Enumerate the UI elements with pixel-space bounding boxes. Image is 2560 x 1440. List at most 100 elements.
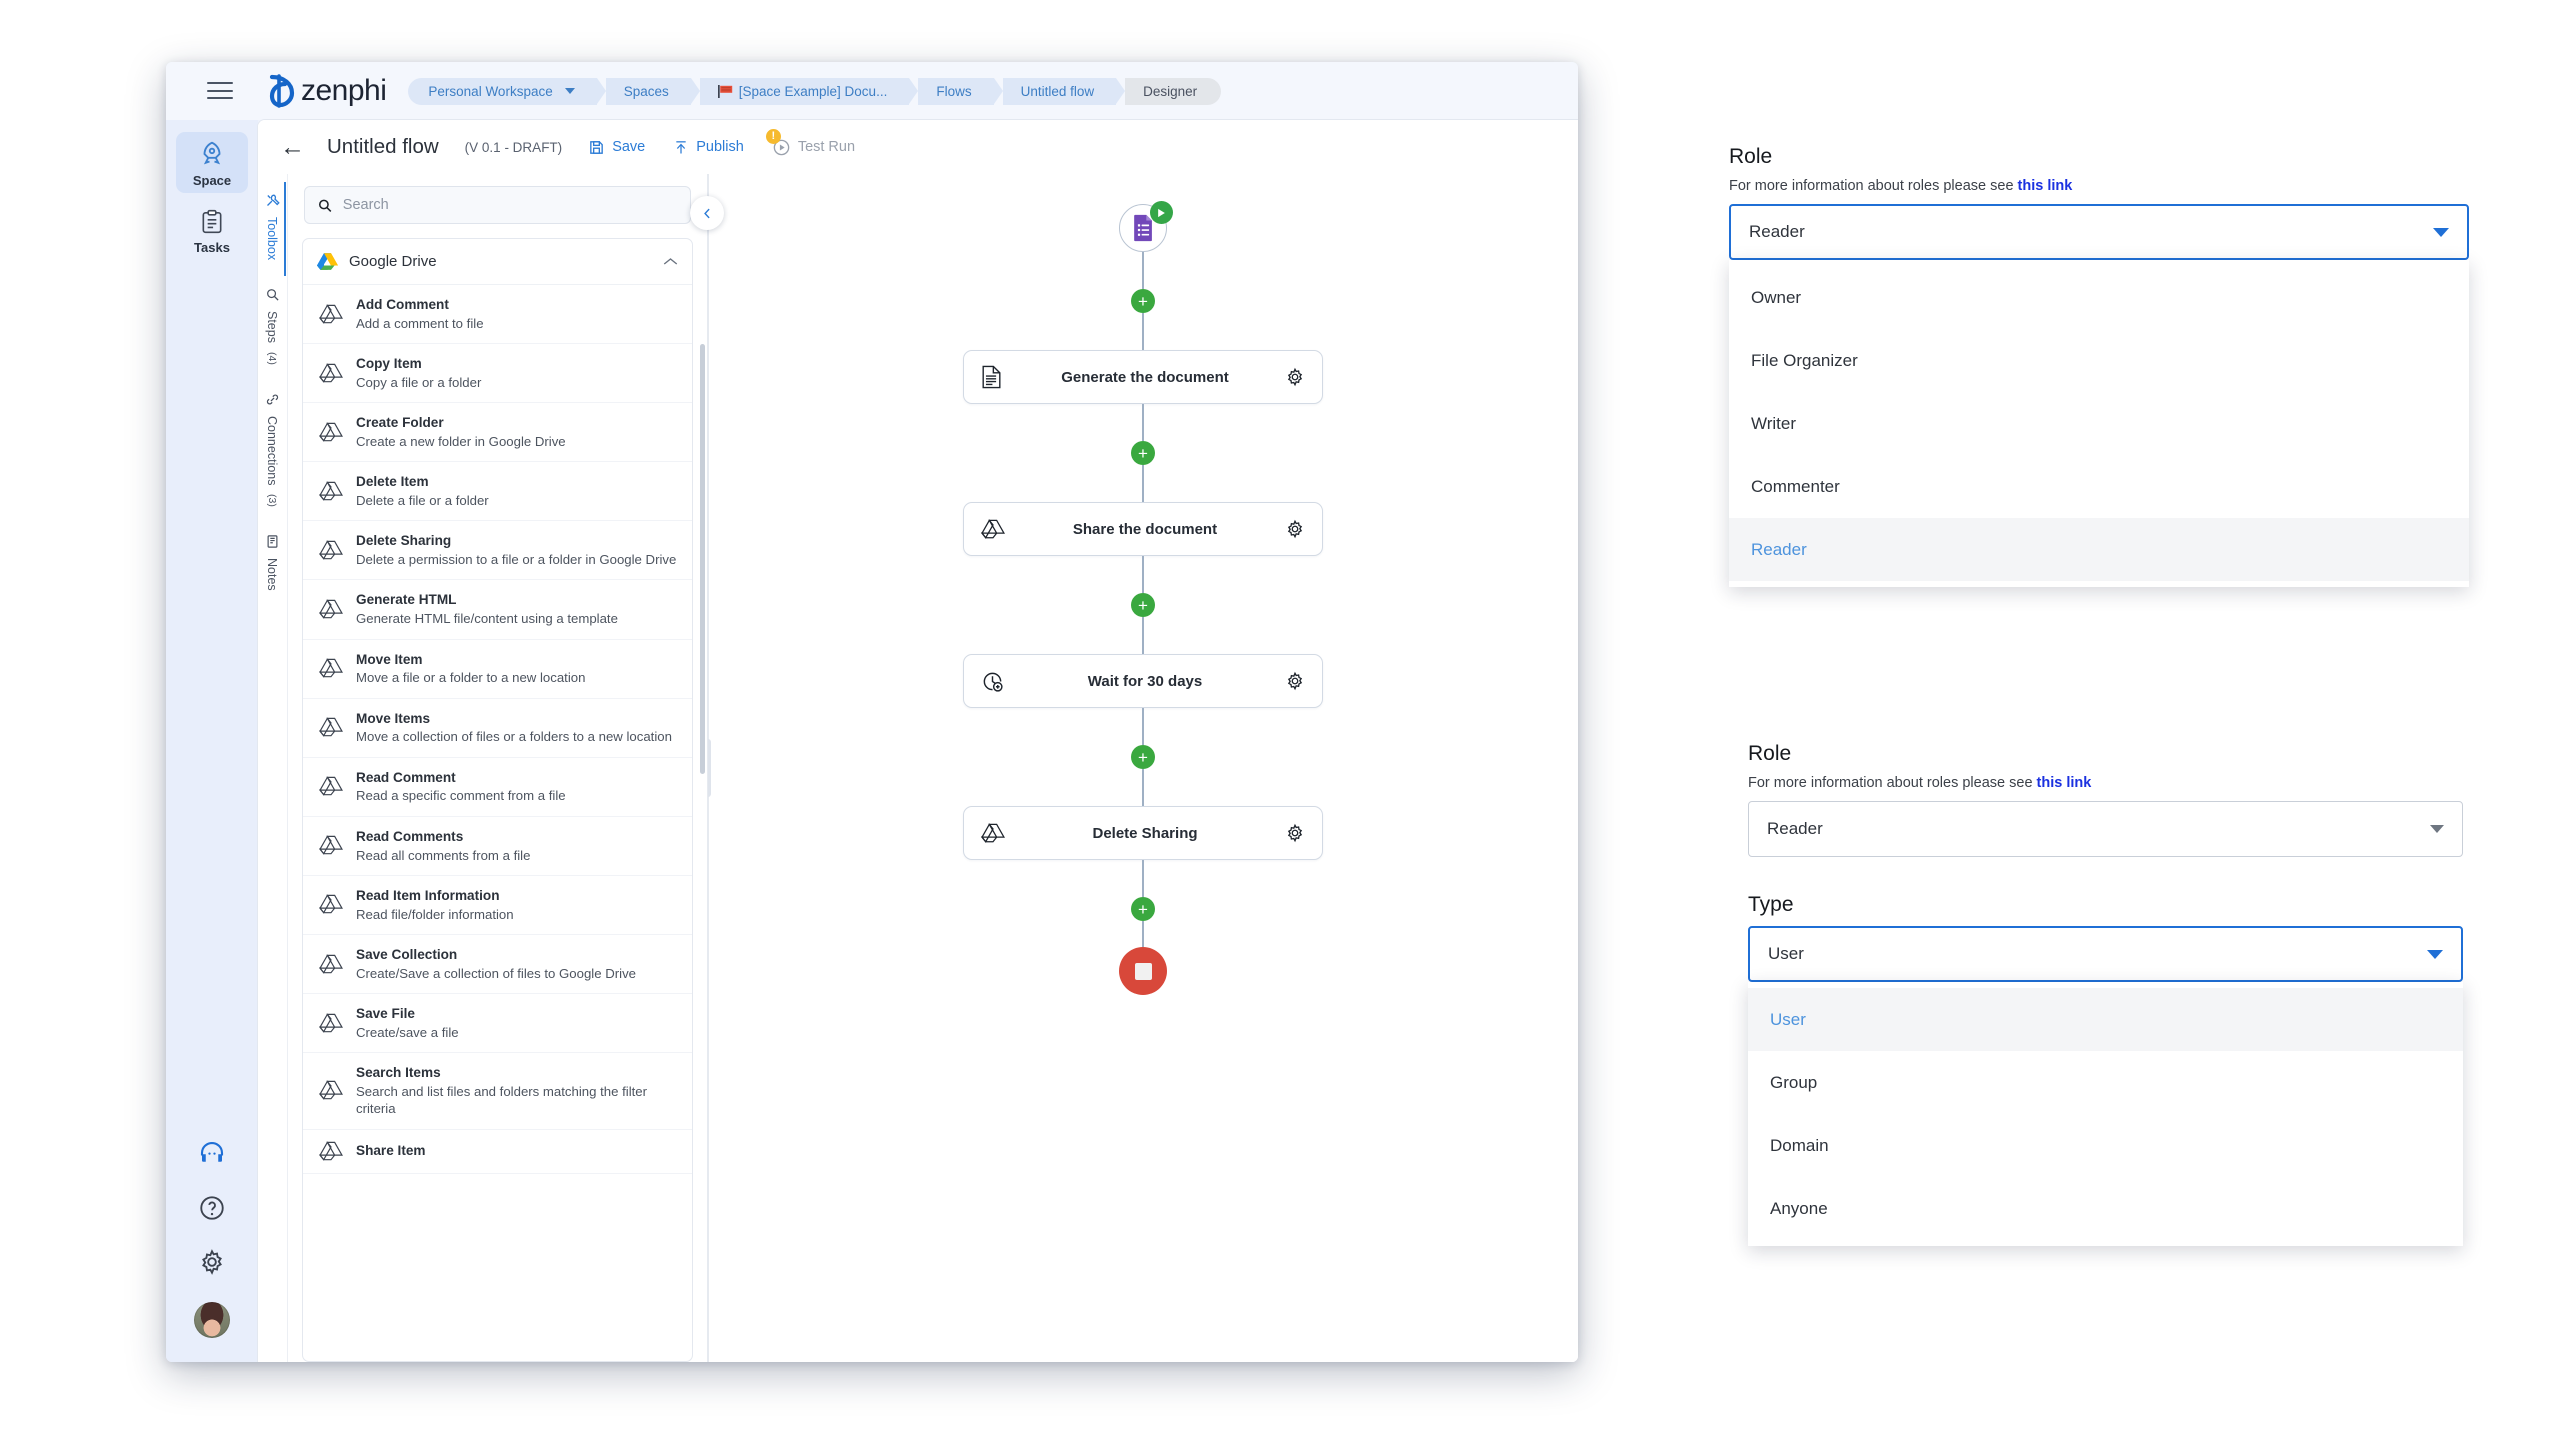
chevron-down-icon[interactable]	[2427, 949, 2443, 959]
search-input[interactable]	[342, 197, 678, 213]
breadcrumb-item-space-example[interactable]: [Space Example] Docu...	[699, 77, 918, 105]
gear-icon[interactable]	[1275, 823, 1305, 843]
type-option-anyone[interactable]: Anyone	[1748, 1177, 2463, 1240]
toolbox-item-name: Search Items	[356, 1065, 441, 1081]
designer-body: Toolbox Steps (4)	[258, 174, 1578, 1362]
role-option-writer[interactable]: Writer	[1729, 392, 2469, 455]
user-avatar[interactable]	[194, 1302, 230, 1338]
role-option-file-organizer[interactable]: File Organizer	[1729, 329, 2469, 392]
search-box[interactable]	[304, 186, 691, 224]
collapse-panel-button[interactable]	[690, 196, 724, 230]
tab-notes[interactable]: Notes	[261, 523, 286, 607]
google-drive-icon	[319, 894, 343, 915]
flow-step-node[interactable]: Generate the document	[963, 350, 1323, 404]
type-select[interactable]: User	[1748, 926, 2463, 982]
role-option-commenter[interactable]: Commenter	[1729, 455, 2469, 518]
type-field-label: Type	[1748, 893, 1794, 916]
tab-connections[interactable]: Connections (3)	[261, 381, 286, 523]
sidebar-item-space[interactable]: Space	[176, 132, 248, 193]
play-icon[interactable]	[1150, 201, 1173, 224]
type-option-domain[interactable]: Domain	[1748, 1114, 2463, 1177]
type-option-group[interactable]: Group	[1748, 1051, 2463, 1114]
add-step-button[interactable]: +	[1131, 897, 1155, 921]
menu-toggle[interactable]	[174, 82, 266, 100]
gear-icon[interactable]	[1275, 519, 1305, 539]
headset-support-icon[interactable]	[197, 1138, 227, 1168]
add-step-button[interactable]: +	[1131, 745, 1155, 769]
save-button[interactable]: Save	[588, 139, 645, 156]
chevron-up-icon[interactable]	[663, 257, 678, 266]
brand-name: zenphi	[301, 74, 387, 107]
chevron-down-icon[interactable]	[2433, 227, 2449, 237]
flow-trigger-node[interactable]	[1119, 201, 1173, 252]
gear-icon[interactable]	[1275, 367, 1305, 387]
note-icon	[267, 535, 277, 548]
flow-canvas[interactable]: + Generate the document	[708, 174, 1578, 1362]
type-options-list: User Group Domain Anyone	[1748, 982, 2463, 1246]
add-step-button[interactable]: +	[1131, 289, 1155, 313]
gear-icon[interactable]	[198, 1248, 226, 1276]
tab-toolbox[interactable]: Toolbox	[261, 182, 286, 277]
role-select[interactable]: Reader	[1748, 801, 2463, 857]
chevron-down-icon[interactable]	[2430, 825, 2444, 833]
google-drive-icon	[319, 1012, 343, 1033]
sidebar-item-tasks[interactable]: Tasks	[176, 201, 248, 260]
flow-diagram: + Generate the document	[963, 201, 1323, 995]
test-run-button[interactable]: ! Test Run	[765, 128, 855, 157]
breadcrumb-item-workspace[interactable]: Personal Workspace	[408, 77, 607, 105]
panel-resize-handle[interactable]	[708, 739, 711, 797]
option-label: Reader	[1751, 539, 1807, 559]
flow-step-node[interactable]: Share the document	[963, 502, 1323, 556]
flow-end-node[interactable]	[1119, 947, 1167, 995]
google-drive-icon	[319, 362, 343, 383]
add-step-button[interactable]: +	[1131, 593, 1155, 617]
option-label: Domain	[1770, 1135, 1829, 1155]
breadcrumb-item-designer[interactable]: Designer	[1125, 77, 1222, 105]
gear-icon[interactable]	[1275, 671, 1305, 691]
group-header[interactable]: Google Drive	[303, 239, 692, 285]
tab-steps[interactable]: Steps (4)	[261, 276, 286, 381]
role-option-owner[interactable]: Owner	[1729, 266, 2469, 329]
add-step-button[interactable]: +	[1131, 441, 1155, 465]
chevron-down-icon[interactable]	[564, 88, 575, 94]
breadcrumb-item-flows[interactable]: Flows	[918, 77, 1003, 105]
toolbox-item[interactable]: Share Item	[303, 1130, 692, 1174]
flow-step-node[interactable]: Wait for 30 days	[963, 654, 1323, 708]
role-select[interactable]: Reader	[1729, 204, 2469, 260]
toolbox-scrollbar[interactable]	[700, 344, 705, 774]
google-drive-icon	[319, 658, 343, 678]
breadcrumb-item-spaces[interactable]: Spaces	[605, 77, 700, 105]
save-icon	[590, 140, 604, 154]
roles-info-link[interactable]: this link	[2036, 775, 2092, 791]
type-option-user[interactable]: User	[1748, 988, 2463, 1051]
brand-logo[interactable]: zenphi	[266, 74, 387, 108]
flow-step-node[interactable]: Delete Sharing	[963, 806, 1323, 860]
help-circle-icon[interactable]	[198, 1194, 226, 1222]
publish-button[interactable]: Publish	[673, 139, 744, 156]
roles-info-link[interactable]: this link	[2017, 178, 2073, 194]
role-dropdown-panel: Role For more information about roles pl…	[1729, 145, 2469, 587]
zenphi-app-window: zenphi Personal Workspace Spaces	[166, 62, 1578, 1362]
stop-icon	[1134, 962, 1152, 980]
hamburger-icon[interactable]	[207, 82, 233, 100]
role-option-reader[interactable]: Reader	[1729, 518, 2469, 581]
breadcrumb-item-untitled-flow[interactable]: Untitled flow	[1002, 77, 1125, 105]
back-arrow-icon[interactable]: ←	[280, 132, 305, 161]
google-drive-icon	[319, 717, 343, 737]
